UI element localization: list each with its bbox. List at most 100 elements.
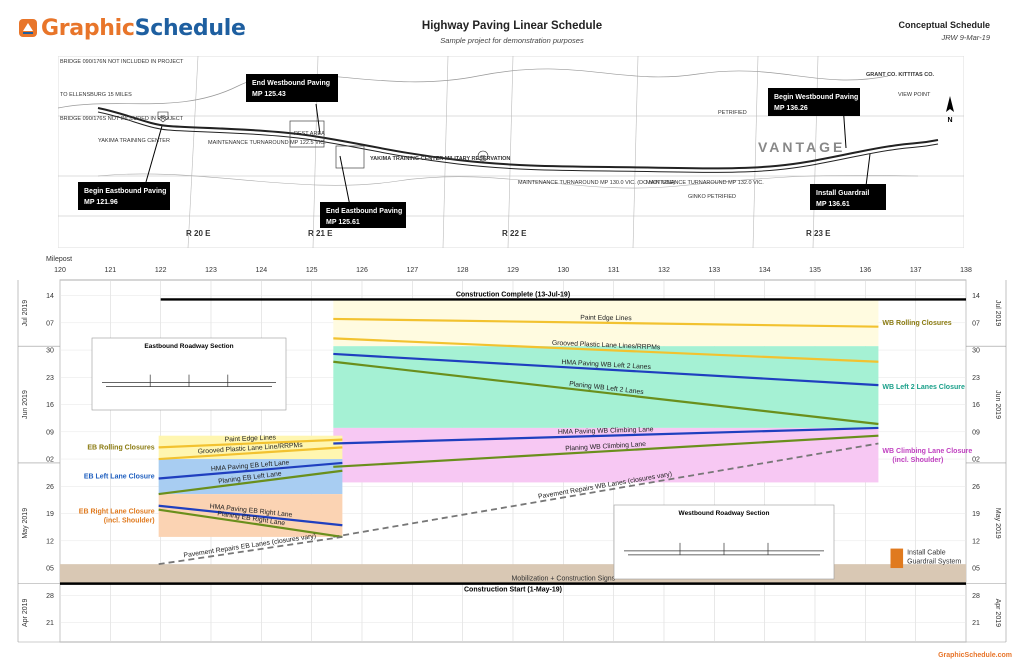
activity-line	[158, 508, 343, 538]
logo-text-graphic: Graphic	[41, 16, 135, 41]
y-tick-label-right: 05	[972, 566, 980, 573]
map-river	[58, 68, 889, 109]
activity-label: Paint Edge Lines	[580, 314, 632, 322]
activity-label: HMA Paving WB Climbing Lane	[558, 426, 654, 436]
cable-guardrail-bar	[890, 548, 904, 569]
x-tick-label: 130	[557, 267, 569, 274]
footer-text: GraphicSchedule.com	[938, 652, 1012, 659]
map-highway-i90-wb	[97, 111, 939, 173]
y-tick-label-left: 23	[46, 375, 54, 382]
y-tick-label-right: 02	[972, 457, 980, 464]
closure-zone-label: EB Right Lane Closure	[79, 508, 155, 515]
y-tick-label-left: 16	[46, 402, 54, 409]
activity-line	[158, 446, 343, 461]
westbound-section-title: Westbound Roadway Section	[679, 510, 770, 517]
y-tick-label-left: 21	[46, 620, 54, 627]
x-tick-label: 128	[457, 267, 469, 274]
x-tick-label: 136	[859, 267, 871, 274]
activity-line	[158, 438, 343, 449]
callout-end-westbound-title: End Westbound Paving	[252, 80, 330, 87]
callout-install-guardrail[interactable]: Install Guardrail MP 136.61	[810, 184, 886, 210]
activity-line	[333, 317, 879, 328]
map-label-ytc-reservation: YAKIMA TRAINING CENTER MILITARY RESERVAT…	[370, 156, 510, 162]
x-tick-label: 137	[910, 267, 922, 274]
cable-guardrail-label: Install Cable	[907, 550, 946, 557]
closure-zone-label-2: (incl. Shoulder)	[104, 517, 155, 524]
map-label-viewpoint: VIEW POINT	[898, 92, 931, 98]
map-label-vantage: VANTAGE	[758, 139, 845, 155]
month-label-right: Jun 2019	[994, 390, 1001, 419]
y-tick-label-right: 12	[972, 538, 980, 545]
activity-line	[333, 337, 879, 363]
month-label-left: Apr 2019	[22, 599, 29, 628]
activity-line	[158, 461, 343, 480]
linear-schedule-chart: WB Rolling Closures WB Left 2 Lanes Closu…	[17, 256, 1007, 643]
x-tick-label: 122	[155, 267, 167, 274]
svg-text:96: 96	[480, 154, 486, 159]
closure-zone-label-2: (incl. Shoulder)	[892, 457, 943, 464]
y-tick-label-left: 26	[46, 484, 54, 491]
y-tick-label-right: 07	[972, 320, 980, 327]
closure-zone-label: WB Climbing Lane Closure	[882, 448, 972, 455]
callout-end-westbound-mp: MP 125.43	[252, 91, 286, 98]
x-tick-label: 126	[356, 267, 368, 274]
x-tick-label: 135	[809, 267, 821, 274]
y-tick-label-right: 21	[972, 620, 980, 627]
map-label-ginko: GINKO PETRIFIED	[688, 194, 736, 200]
page-subtitle: Sample project for demonstration purpose…	[440, 36, 584, 45]
milestone-label: Construction Start (1-May-19)	[464, 587, 562, 594]
north-arrow-icon: N	[946, 96, 954, 124]
map-label-ytc: YAKIMA TRAINING CENTER	[98, 138, 170, 144]
activity-label: Grooved Plastic Lane Lines/RRPMs	[552, 340, 661, 352]
closure-zone-label: WB Left 2 Lanes Closure	[882, 384, 965, 391]
footer-link[interactable]: GraphicSchedule.com	[938, 652, 1012, 659]
logo-icon	[19, 19, 37, 37]
map-i90-shield-icon: 90	[157, 111, 169, 123]
map-label-turnaround-130: MAINTENANCE TURNAROUND MP 130.0 VIC. (DO…	[518, 180, 675, 186]
y-tick-label-right: 16	[972, 402, 980, 409]
y-tick-label-left: 07	[46, 320, 54, 327]
chart-milestones: Construction Complete (13-Jul-19)Constru…	[60, 291, 966, 594]
y-tick-label-right: 28	[972, 593, 980, 600]
callout-begin-westbound[interactable]: Begin Westbound Paving MP 136.26	[768, 88, 860, 116]
eastbound-section-drawing	[102, 374, 276, 387]
callout-end-westbound[interactable]: End Westbound Paving MP 125.43	[246, 74, 338, 102]
eastbound-section-title: Eastbound Roadway Section	[144, 343, 233, 350]
westbound-roadway-section: Westbound Roadway Section	[613, 504, 835, 580]
y-tick-label-left: 28	[46, 593, 54, 600]
map-label-counties: GRANT CO. KITTITAS CO.	[866, 72, 935, 78]
y-tick-label-left: 02	[46, 457, 54, 464]
map-label-bridge-s: BRIDGE 090/176S NOT INCLUDED IN PROJECT	[60, 116, 184, 122]
schedule-author-date: JRW 9-Mar-19	[941, 33, 990, 42]
map-label-r23e: R 23 E	[806, 229, 831, 238]
y-tick-label-left: 05	[46, 566, 54, 573]
map-label-r22e: R 22 E	[502, 229, 527, 238]
y-tick-label-left: 30	[46, 348, 54, 355]
x-tick-label: 127	[406, 267, 418, 274]
month-label-right: Jul 2019	[994, 300, 1001, 327]
activity-label: Planing WB Climbing Lane	[565, 441, 646, 453]
chart-cable-guardrail: Install Cable Guardrail System	[890, 548, 961, 569]
callout-install-guardrail-title: Install Guardrail	[816, 190, 869, 197]
y-tick-label-right: 30	[972, 348, 980, 355]
activity-label: Paint Edge Lines	[224, 434, 276, 443]
callout-begin-eastbound[interactable]: Begin Eastbound Paving MP 121.96	[78, 182, 170, 210]
activity-line	[333, 352, 879, 387]
eastbound-roadway-section: Eastbound Roadway Section	[91, 337, 287, 411]
month-label-right: Apr 2019	[994, 599, 1001, 628]
month-label-left: Jun 2019	[22, 390, 29, 419]
callout-end-eastbound[interactable]: End Eastbound Paving MP 125.61	[320, 202, 406, 228]
callout-begin-westbound-mp: MP 136.26	[774, 105, 808, 112]
closure-zone-label: WB Rolling Closures	[882, 320, 951, 327]
activity-line	[158, 536, 343, 566]
x-tick-label: 125	[306, 267, 318, 274]
y-tick-label-left: 19	[46, 511, 54, 518]
map-label-rest-area: REST AREA	[294, 131, 325, 137]
activity-line	[158, 504, 343, 527]
y-tick-label-right: 26	[972, 484, 980, 491]
logo[interactable]: GraphicSchedule	[18, 16, 246, 41]
project-map: 90 96 BRIDGE 090/176N NOT INCLUDED IN PR…	[58, 56, 964, 248]
map-contour	[97, 173, 919, 189]
y-tick-label-left: 14	[46, 293, 54, 300]
